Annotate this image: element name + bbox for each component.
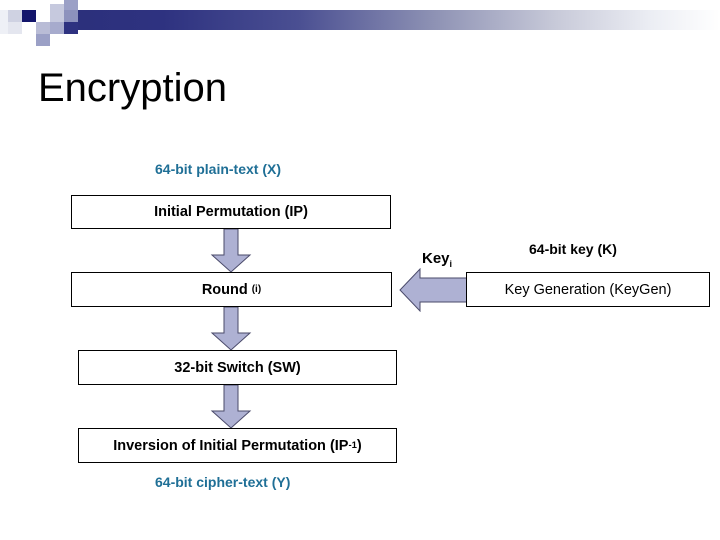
banner-square: [36, 10, 50, 22]
banner-square: [50, 10, 64, 22]
box-inversion-label: Inversion of Initial Permutation (IP: [113, 437, 349, 454]
box-32bit-switch[interactable]: 32-bit Switch (SW): [78, 350, 397, 385]
box-32bit-switch-label: 32-bit Switch (SW): [174, 359, 301, 376]
box-round-subscript: (i): [251, 284, 262, 295]
banner-square: [8, 22, 22, 34]
box-key-generation[interactable]: Key Generation (KeyGen): [466, 272, 710, 307]
page-title: Encryption: [38, 66, 227, 110]
arrow-round-to-switch-icon: [210, 307, 252, 351]
banner-square-dark: [64, 22, 78, 34]
banner-square: [50, 22, 64, 34]
banner-square: [36, 22, 50, 34]
box-initial-permutation[interactable]: Initial Permutation (IP): [71, 195, 391, 229]
gradient-band: [40, 10, 720, 30]
box-inversion-superscript: -1: [348, 440, 357, 451]
banner-square: [8, 10, 22, 22]
box-key-generation-label: Key Generation (KeyGen): [504, 281, 672, 298]
banner-square: [36, 4, 50, 10]
box-initial-permutation-label: Initial Permutation (IP): [154, 204, 308, 220]
box-inversion-initial-permutation[interactable]: Inversion of Initial Permutation (IP-1): [78, 428, 397, 463]
box-round[interactable]: Round(i): [71, 272, 392, 307]
label-key-i-subscript: i: [449, 259, 453, 269]
label-plaintext: 64-bit plain-text (X): [155, 161, 282, 177]
label-key-i-base: Key: [422, 250, 450, 267]
decorative-header-banner: [0, 0, 720, 46]
banner-square: [64, 10, 78, 22]
box-inversion-tail: ): [356, 437, 362, 454]
banner-square-dark: [22, 10, 36, 22]
banner-square: [64, 0, 78, 10]
banner-square: [0, 10, 8, 34]
banner-square: [50, 4, 64, 10]
box-round-label: Round: [201, 281, 248, 298]
banner-square: [22, 22, 36, 34]
label-key-i: Keyi: [422, 250, 452, 269]
label-ciphertext: 64-bit cipher-text (Y): [155, 474, 291, 490]
banner-square: [36, 34, 50, 46]
arrow-keygen-to-round-icon: [399, 268, 471, 312]
arrow-ip-to-round-icon: [210, 229, 252, 273]
arrow-switch-to-inversion-icon: [210, 385, 252, 429]
label-key-64bit: 64-bit key (K): [529, 241, 617, 257]
